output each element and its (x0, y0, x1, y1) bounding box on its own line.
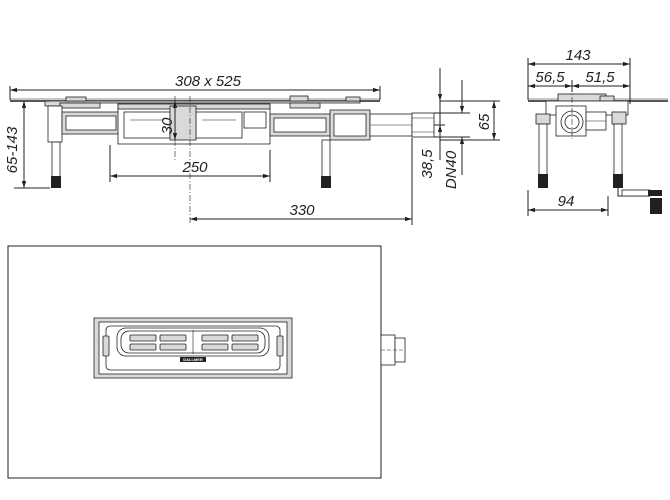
label-side-right: 51,5 (585, 69, 615, 86)
dim-outlet-height: 38,5 (419, 68, 445, 179)
dim-side-split: 56,5 51,5 (528, 69, 630, 92)
label-pipe-size: DN40 (443, 150, 460, 189)
plan-view: DALLMER (7, 245, 406, 479)
dim-outlet-length: 330 (190, 138, 413, 225)
label-height-range: 65-143 (4, 126, 21, 173)
label-outlet-level: 65 (476, 113, 493, 130)
dim-outlet-offset: 250 (109, 145, 271, 182)
dim-depth: 30 (159, 101, 178, 140)
label-outlet-height: 38,5 (419, 149, 436, 179)
dim-side-width: 143 (527, 47, 631, 104)
label-outlet-length: 330 (289, 202, 315, 219)
label-side-width: 143 (565, 47, 591, 64)
label-outlet-offset: 250 (181, 159, 208, 176)
dim-height-range: 65-143 (4, 100, 50, 189)
dim-overall-size: 308 x 525 (9, 73, 381, 100)
dim-side-foot: 94 (527, 190, 609, 216)
label-side-foot: 94 (558, 193, 575, 210)
side-section-view (10, 95, 435, 225)
label-depth: 30 (159, 117, 176, 134)
end-section-view (528, 86, 668, 214)
brand-label: DALLMER (183, 357, 203, 362)
dim-outlet-level: 65 (440, 100, 500, 141)
label-side-left: 56,5 (535, 69, 565, 86)
label-overall-size: 308 x 525 (175, 73, 242, 90)
dim-pipe-size: DN40 (434, 80, 470, 189)
